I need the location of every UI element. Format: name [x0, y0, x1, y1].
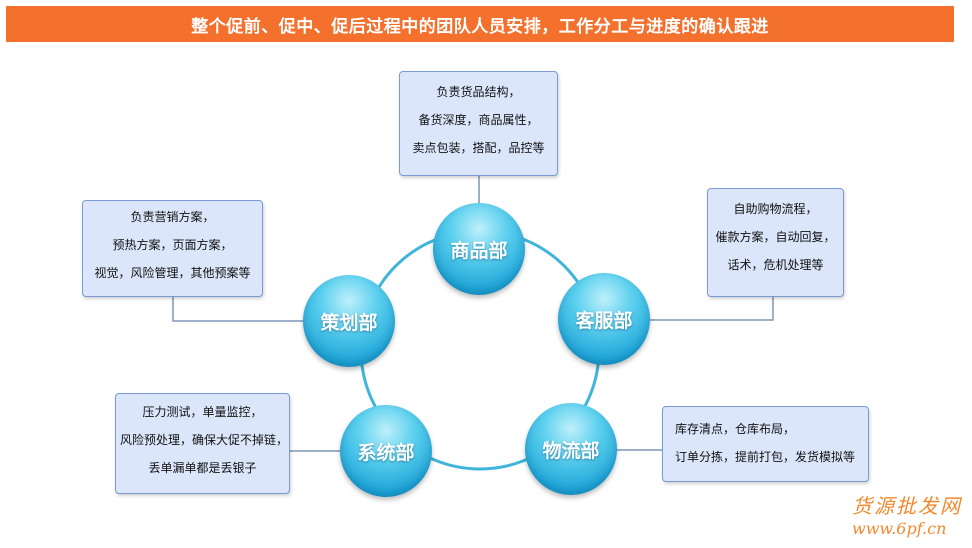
title-banner: 整个促前、促中、促后过程中的团队人员安排，工作分工与进度的确认跟进 [6, 6, 954, 42]
planning-duty-line: 负责营销方案， [130, 210, 215, 224]
node-planning-dept: 策划部 [303, 275, 395, 367]
node-label: 商品部 [450, 239, 508, 262]
planning-duties-box: 负责营销方案， 预热方案，页面方案， 视觉，风险管理，其他预案等 [82, 200, 263, 297]
service-duty-line: 催款方案，自动回复， [715, 230, 836, 244]
node-logistics-dept: 物流部 [525, 403, 617, 495]
watermark-name: 货源批发网 [852, 494, 962, 518]
watermark-url: www.6pf.cn [852, 519, 947, 538]
product-duty-line: 卖点包装，搭配，品控等 [412, 141, 545, 155]
product-duties-box: 负责货品结构， 备货深度，商品属性， 卖点包装，搭配，品控等 [399, 71, 558, 176]
node-label: 系统部 [357, 441, 415, 464]
planning-duty-line: 视觉，风险管理，其他预案等 [94, 266, 251, 280]
logistics-duties-box: 库存清点，仓库布局， 订单分拣，提前打包，发货模拟等 [662, 406, 869, 482]
system-duties-box: 压力测试，单量监控， 风险预处理，确保大促不掉链， 丢单漏单都是丢银子 [115, 393, 290, 494]
site-watermark: 货源批发网 www.6pf.cn [852, 490, 962, 538]
node-label: 物流部 [542, 439, 600, 462]
product-duty-line: 负责货品结构， [436, 85, 521, 99]
logistics-duty-line: 订单分拣，提前打包，发货模拟等 [675, 450, 856, 464]
system-duty-line: 风险预处理，确保大促不掉链， [120, 433, 289, 447]
service-duty-line: 自助购物流程， [733, 202, 818, 216]
node-system-dept: 系统部 [340, 405, 432, 497]
system-duty-line: 丢单漏单都是丢银子 [148, 461, 257, 475]
planning-duty-line: 预热方案，页面方案， [112, 238, 233, 252]
product-duty-line: 备货深度，商品属性， [418, 113, 539, 127]
connector-service [650, 297, 774, 321]
page-title: 整个促前、促中、促后过程中的团队人员安排，工作分工与进度的确认跟进 [191, 16, 769, 37]
connector-planning [172, 297, 304, 322]
node-label: 策划部 [320, 311, 378, 334]
node-label: 客服部 [575, 309, 633, 332]
logistics-duty-line: 库存清点，仓库布局， [675, 422, 796, 436]
system-duty-line: 压力测试，单量监控， [142, 405, 263, 419]
service-duty-line: 话术，危机处理等 [727, 258, 824, 272]
node-service-dept: 客服部 [558, 273, 650, 365]
service-duties-box: 自助购物流程， 催款方案，自动回复， 话术，危机处理等 [707, 188, 844, 297]
node-product-dept: 商品部 [433, 203, 525, 295]
